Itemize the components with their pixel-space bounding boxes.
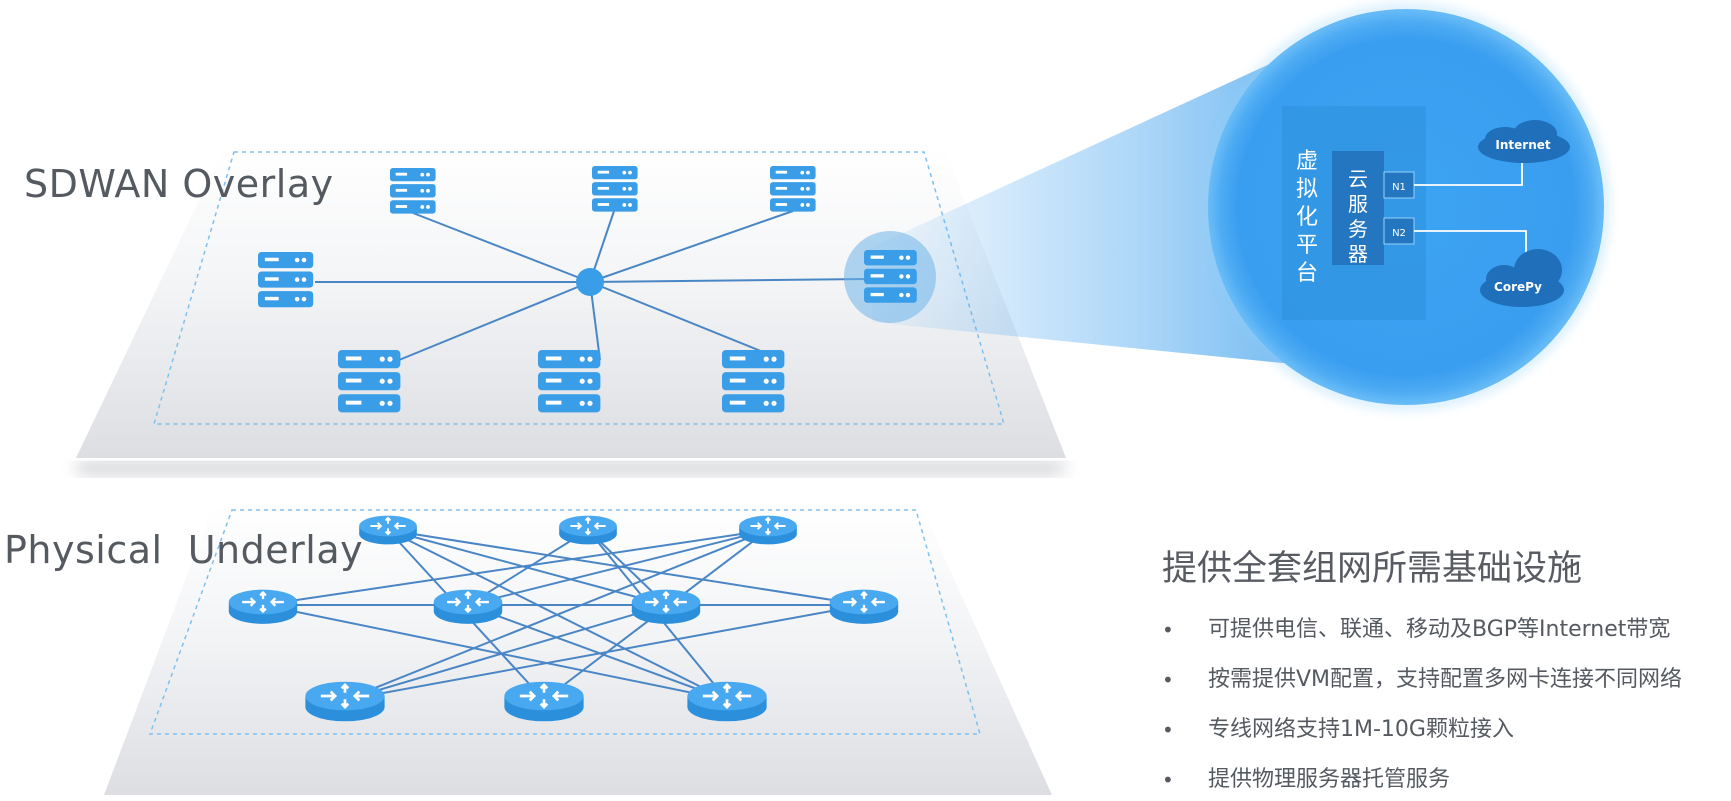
cloud-server-box [1332,151,1384,265]
overlay-link [589,210,794,283]
router-icon [558,514,618,546]
zoom-content: 虚拟化平台 云服务器 N1 N2 Internet CorePy [1282,106,1570,320]
overlay-link [589,281,784,361]
nic-port-n2 [1383,217,1415,245]
nic-port-n1 [1383,171,1415,199]
info-item-text: 按需提供VM配置，支持配置多网卡连接不同网络 [1208,667,1683,692]
bullet: • [1162,718,1174,742]
bullet: • [1162,668,1174,692]
info-panel: 提供全套组网所需基础设施 • 可提供电信、联通、移动及BGP等Internet带宽… [1162,540,1722,801]
info-list: • 可提供电信、联通、移动及BGP等Internet带宽 • 按需提供VM配置，支持… [1162,605,1722,801]
underlay-link [467,604,728,701]
overlay-links [315,210,867,361]
server-rack-icon [538,350,601,413]
router-icon [630,588,702,626]
platform-label: 虚拟化平台 [1296,149,1318,286]
router-icon [227,588,299,626]
underlay-link [262,529,769,606]
server-rack-icon [592,166,638,212]
server-label: 云服务器 [1348,167,1368,266]
server-rack-icon [722,350,785,413]
info-list-item: • 可提供电信、联通、移动及BGP等Internet带宽 [1162,605,1722,655]
nic2-label: N2 [1392,228,1406,239]
server-rack-icon [258,252,314,308]
router-icon [503,680,585,723]
nic1-label: N1 [1392,182,1406,193]
info-item-text: 可提供电信、联通、移动及BGP等Internet带宽 [1208,617,1671,642]
bullet: • [1162,618,1174,642]
cloud-icon-internet: Internet [1478,120,1570,163]
bullet: • [1162,768,1174,792]
info-list-item: • 提供物理服务器托管服务 [1162,755,1722,801]
overlay-link [412,212,591,283]
underlay-link [344,529,769,701]
underlay-link [344,604,865,701]
server-rack-icon [390,168,436,214]
info-list-item: • 按需提供VM配置，支持配置多网卡连接不同网络 [1162,655,1722,705]
server-rack-icon [770,166,816,212]
router-icon [432,588,504,626]
hub-node-icon [576,268,604,296]
underlay-layer-label: Physical Underlay [4,528,364,572]
cloud-icon-corepy: CorePy [1480,249,1564,307]
server-rack-icon [338,350,401,413]
overlay-layer-label: SDWAN Overlay [24,162,334,206]
underlay-link [344,604,667,701]
router-icon [358,514,418,546]
link-n2-corepy [1414,230,1527,262]
underlay-link [467,529,769,606]
router-icon [738,514,798,546]
overlay-link [398,281,591,361]
server-rack-icon-highlighted [864,250,917,303]
info-title: 提供全套组网所需基础设施 [1162,549,1583,589]
cloud-corepy-label: CorePy [1494,280,1542,294]
link-n1-internet [1414,162,1523,186]
info-item-text: 提供物理服务器托管服务 [1208,767,1451,792]
underlay-plane [104,504,1052,795]
overlay-plane [74,148,1068,474]
overlay-link [589,278,867,283]
info-list-item: • 专线网络支持1M-10G颗粒接入 [1162,705,1722,755]
cloud-internet-label: Internet [1495,138,1550,152]
router-icon [686,680,768,723]
router-icon [828,588,900,626]
underlay-link [262,604,728,701]
info-item-text: 专线网络支持1M-10G颗粒接入 [1208,717,1514,742]
overlay-servers [258,166,936,413]
router-icon [304,680,386,723]
